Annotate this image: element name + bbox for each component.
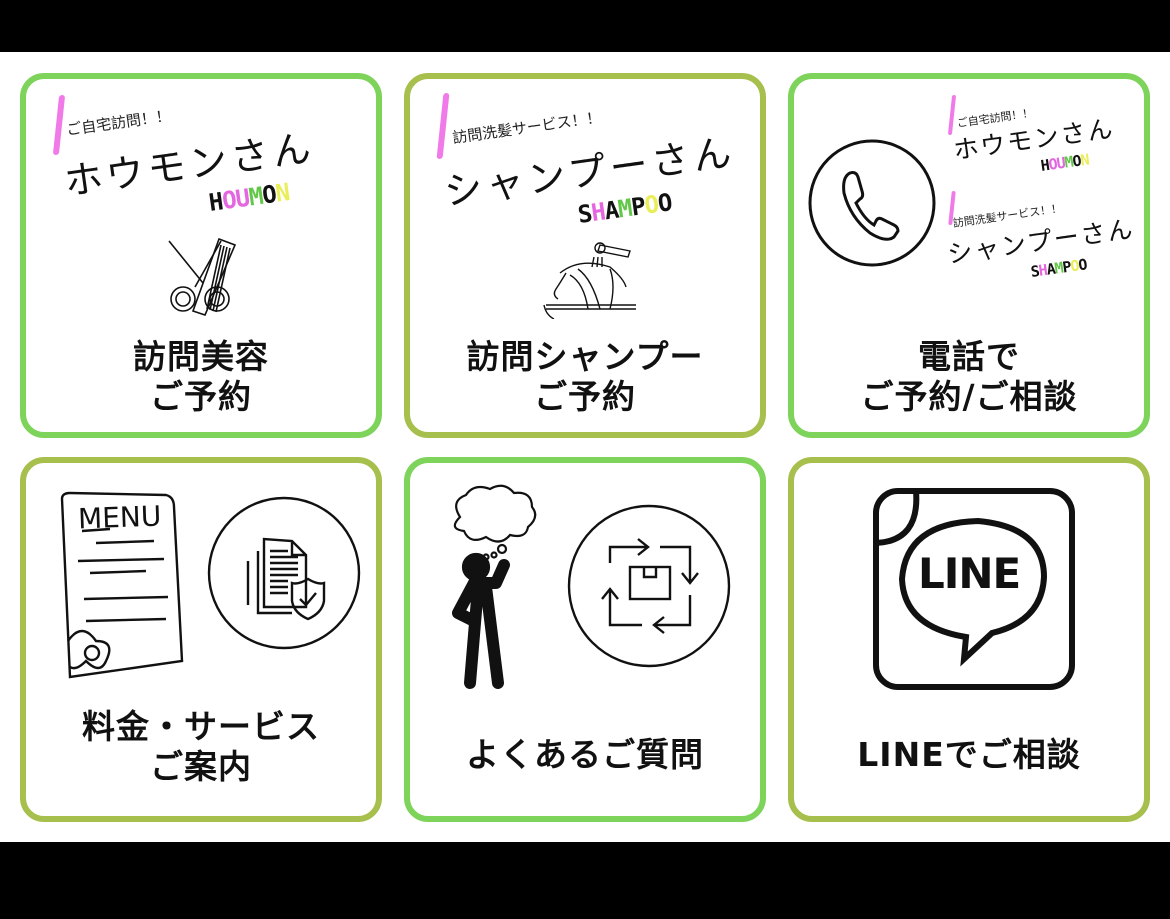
- phone-consult-label: 電話で ご予約/ご相談: [860, 337, 1078, 416]
- phone-icon: [806, 137, 938, 269]
- shampoo-logo: 訪問洗髪サービス！！ シャンプーさん SHAMPOO: [944, 189, 1144, 289]
- menu-grid: ご自宅訪問！！ ホウモンさん HOUMON 訪問美容 ご予約 訪問洗髪サービス！…: [0, 52, 1170, 842]
- pink-accent-bar: [52, 95, 66, 155]
- shampoo-booking-card[interactable]: 訪問洗髪サービス！！ シャンプーさん SHAMPOO 訪問シャンプー ご予約: [404, 73, 766, 438]
- price-service-label: 料金・サービス ご案内: [82, 707, 320, 786]
- thinking-person-icon: [446, 483, 546, 693]
- line-icon: LINE: [872, 487, 1076, 691]
- line-logo-text: LINE: [918, 549, 1021, 598]
- shampoo-logo: 訪問洗髪サービス！！ シャンプーさん SHAMPOO: [430, 89, 750, 239]
- logo-english: SHAMPOO: [1029, 255, 1088, 281]
- houmon-booking-card[interactable]: ご自宅訪問！！ ホウモンさん HOUMON 訪問美容 ご予約: [20, 73, 382, 438]
- houmon-logo: ご自宅訪問！！ ホウモンさん HOUMON: [46, 89, 346, 229]
- price-service-card[interactable]: MENU 料金・サービス ご案内: [20, 457, 382, 822]
- houmon-logo: ご自宅訪問！！ ホウモンさん HOUMON: [944, 91, 1144, 181]
- line-consult-card[interactable]: LINE LINEでご相談: [788, 457, 1150, 822]
- box-cycle-icon: [566, 503, 732, 669]
- faq-card[interactable]: よくあるご質問: [404, 457, 766, 822]
- logo-tagline: ご自宅訪問！！: [65, 106, 172, 140]
- hair-wash-icon: [540, 239, 640, 320]
- faq-label: よくあるご質問: [466, 735, 704, 774]
- menu-text: MENU: [77, 499, 162, 536]
- scissors-comb-icon: [161, 237, 246, 317]
- shampoo-booking-label: 訪問シャンプー ご予約: [466, 337, 704, 416]
- pink-accent-bar: [436, 93, 450, 159]
- houmon-booking-label: 訪問美容 ご予約: [133, 337, 269, 416]
- menu-card-icon: MENU: [56, 491, 188, 679]
- document-shield-icon: [206, 495, 362, 651]
- line-consult-label: LINEでご相談: [857, 735, 1081, 774]
- phone-consult-card[interactable]: ご自宅訪問！！ ホウモンさん HOUMON 訪問洗髪サービス！！ シャンプーさん…: [788, 73, 1150, 438]
